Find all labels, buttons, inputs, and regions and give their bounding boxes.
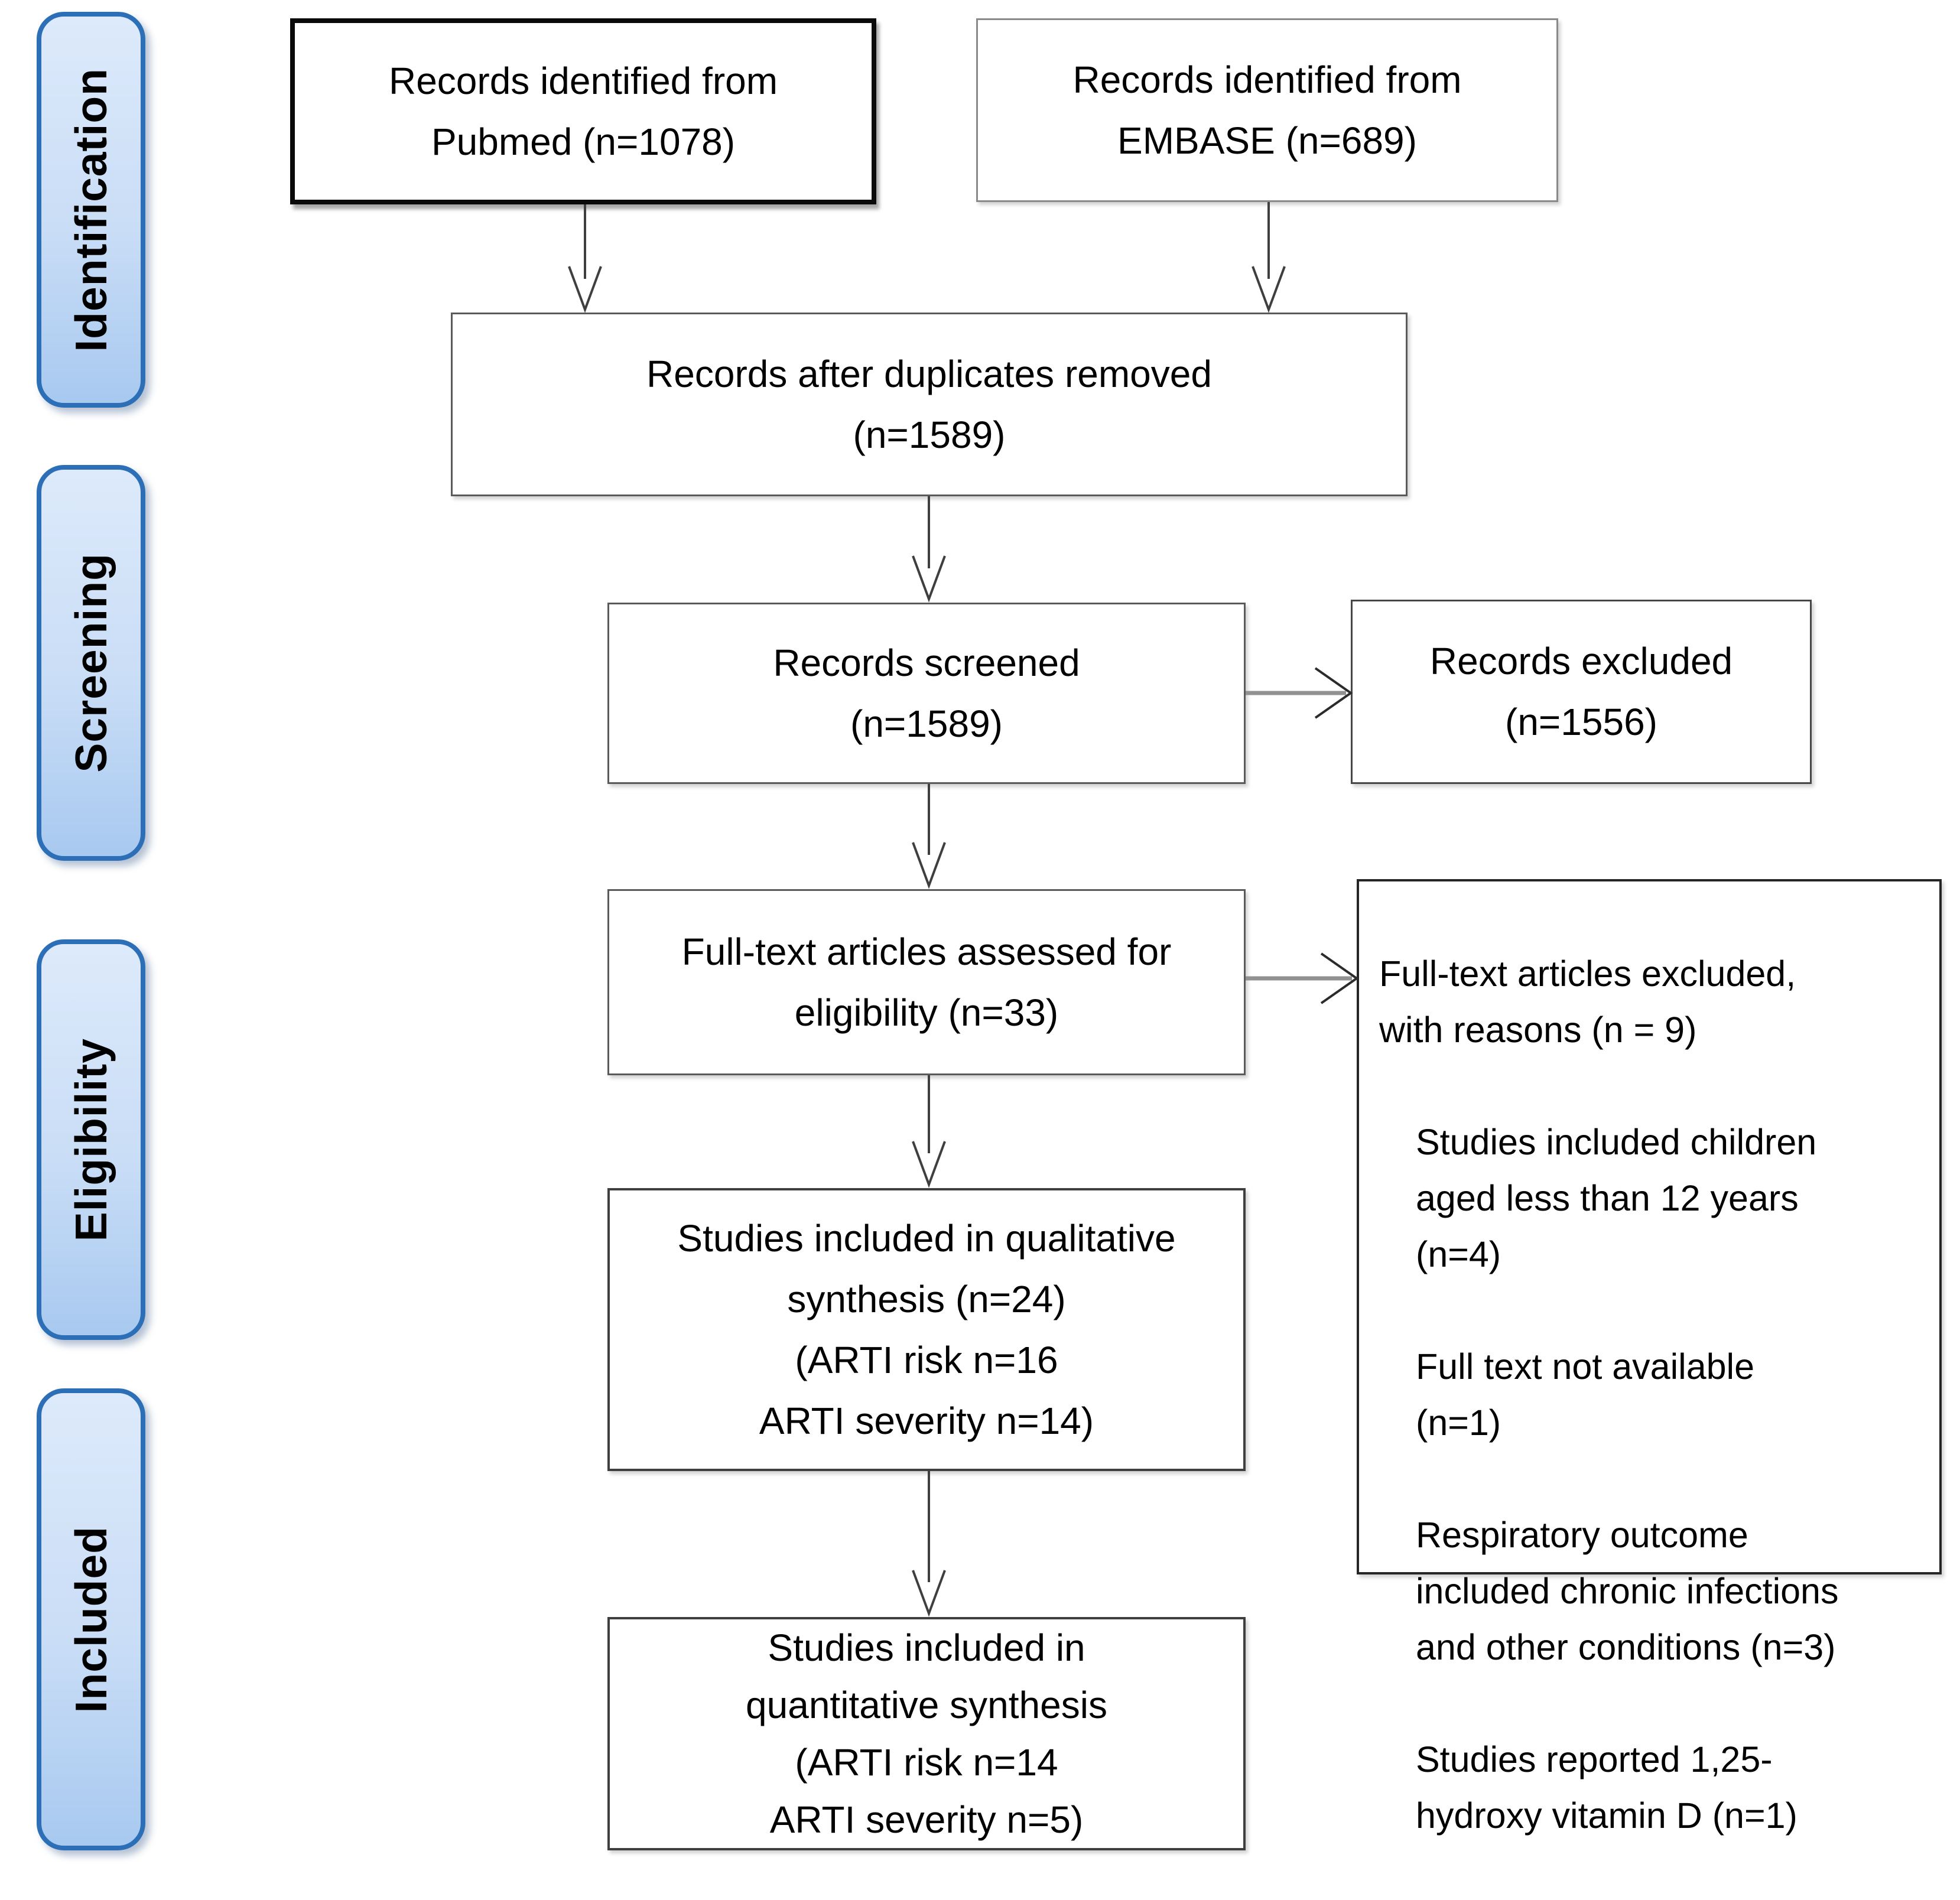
exclusion-reason-item: Full text not available (n=1) xyxy=(1416,1346,1755,1443)
arrow-fulltext-to-qualitative xyxy=(912,1075,946,1188)
stage-label-eligibility: Eligibility xyxy=(37,939,145,1340)
records-identified-pubmed-box: Records identified from Pubmed (n=1078) xyxy=(290,18,876,204)
stage-label-identification: Identification xyxy=(37,12,145,408)
stage-label-eligibility-text: Eligibility xyxy=(66,1037,116,1242)
arrow-fulltext-to-reasons xyxy=(1246,952,1359,1004)
records-screened-box: Records screened (n=1589) xyxy=(607,603,1246,784)
exclusion-reason-item: Respiratory outcome included chronic inf… xyxy=(1416,1515,1839,1667)
quantitative-synthesis-box: Studies included in quantitative synthes… xyxy=(607,1617,1246,1850)
exclusion-reason-item: Studies reported 1,25- hydroxy vitamin D… xyxy=(1416,1739,1798,1836)
arrow-screened-to-excluded xyxy=(1246,667,1353,719)
arrow-qualitative-to-quantitative xyxy=(912,1471,946,1617)
qualitative-synthesis-box: Studies included in qualitative synthesi… xyxy=(607,1188,1246,1471)
stage-label-included: Included xyxy=(37,1388,145,1850)
stage-label-identification-text: Identification xyxy=(66,67,116,352)
exclusion-reasons-header: Full-text articles excluded, with reason… xyxy=(1379,954,1796,1050)
fulltext-excluded-reasons-box: Full-text articles excluded, with reason… xyxy=(1357,879,1942,1836)
records-after-duplicates-box: Records after duplicates removed (n=1589… xyxy=(451,313,1408,496)
stage-label-screening-text: Screening xyxy=(66,553,116,773)
arrow-duplicates-to-screened xyxy=(912,496,946,603)
records-identified-embase-box: Records identified from EMBASE (n=689) xyxy=(976,18,1558,202)
exclusion-reason-item: Studies included children aged less than… xyxy=(1416,1122,1817,1274)
stage-label-screening: Screening xyxy=(37,465,145,861)
arrow-pubmed-to-duplicates xyxy=(568,204,602,313)
arrow-embase-to-duplicates xyxy=(1252,202,1286,313)
fulltext-assessed-box: Full-text articles assessed for eligibil… xyxy=(607,889,1246,1075)
records-excluded-box: Records excluded (n=1556) xyxy=(1351,600,1812,784)
stage-label-included-text: Included xyxy=(66,1525,116,1713)
arrow-screened-to-fulltext xyxy=(912,784,946,889)
prisma-flow-diagram: { "diagram": { "title": "PRISMA study se… xyxy=(37,12,1942,1850)
